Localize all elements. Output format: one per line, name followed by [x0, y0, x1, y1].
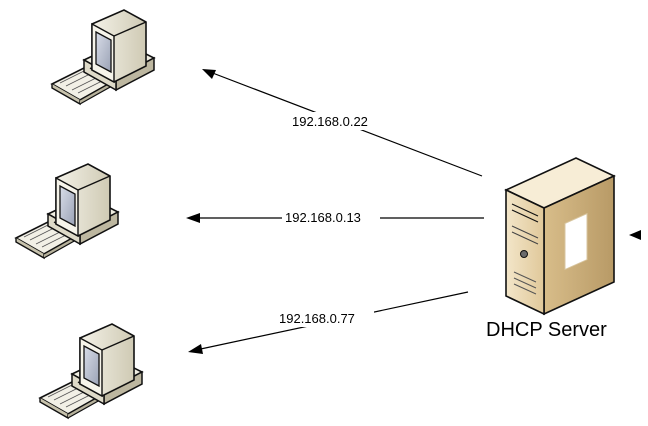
desktop-computer-icon — [51, 9, 155, 105]
ip-label-bg-3 — [276, 309, 374, 327]
ip-label-client-1: 192.168.0.22 — [292, 114, 368, 129]
ip-label-bg-1 — [288, 112, 384, 130]
server-label: DHCP Server — [486, 319, 607, 341]
server-tower-icon — [504, 157, 616, 316]
arrowhead-client-2 — [186, 213, 200, 223]
arrowhead-client-1 — [202, 69, 216, 79]
desktop-computer-icon — [39, 323, 143, 419]
arrowhead-client-3 — [188, 344, 203, 354]
desktop-computer-icon — [15, 163, 119, 259]
arrowhead-server-input — [629, 230, 641, 240]
ip-label-bg-2 — [282, 209, 380, 227]
ip-label-client-2: 192.168.0.13 — [285, 210, 361, 225]
ip-label-client-3: 192.168.0.77 — [279, 311, 355, 326]
